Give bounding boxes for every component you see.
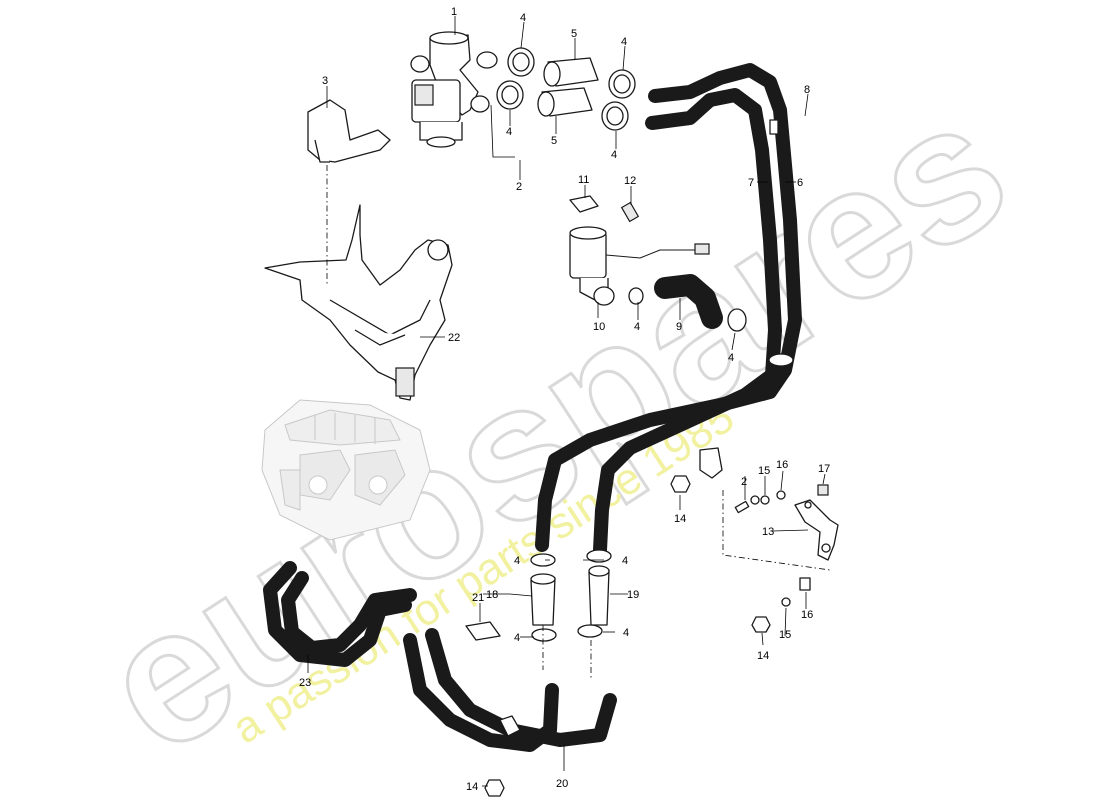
callout-20: 20	[556, 778, 568, 790]
heat-shield-bracket-22	[264, 204, 453, 401]
callout-9: 9	[676, 321, 682, 333]
callout-23: 23	[299, 677, 311, 689]
callout-4-hose-a: 4	[514, 555, 520, 567]
callout-14-bottom: 14	[466, 781, 478, 793]
callout-16-top: 16	[776, 459, 788, 471]
pipe-23	[263, 561, 417, 667]
callout-4-hose-c: 4	[514, 632, 520, 644]
callout-18: 18	[486, 589, 498, 601]
callout-4-hose-b: 4	[622, 555, 628, 567]
callout-7: 7	[748, 177, 754, 189]
reference-lines	[326, 165, 831, 680]
coolant-pipes-6-7	[535, 63, 802, 557]
callout-15-top: 15	[758, 465, 770, 477]
callout-14-right: 14	[757, 650, 769, 662]
callout-13: 13	[762, 526, 774, 538]
callout-16-bottom: 16	[801, 609, 813, 621]
callout-12: 12	[624, 175, 636, 187]
callout-5-top: 5	[571, 28, 577, 40]
top-clamps-and-hoses	[496, 47, 636, 131]
callout-19: 19	[627, 589, 639, 601]
callout-17: 17	[818, 463, 830, 475]
pump-10-hose-9	[569, 195, 747, 332]
bracket-3	[307, 99, 391, 163]
callout-3: 3	[322, 75, 328, 87]
callout-1: 1	[451, 6, 457, 18]
callout-2-top: 2	[516, 181, 522, 193]
callout-4-top-b: 4	[621, 36, 627, 48]
callout-10: 10	[593, 321, 605, 333]
callout-2-bracket: 2	[741, 476, 747, 488]
callout-6: 6	[797, 177, 803, 189]
hoses-18-19-clamps	[530, 549, 612, 642]
bracket-13-fasteners	[484, 475, 839, 797]
lower-pipes-20	[403, 621, 617, 752]
callout-4-hose-d: 4	[623, 627, 629, 639]
callout-4-top-a: 4	[520, 12, 526, 24]
engine-illustration	[261, 399, 431, 541]
callout-14-mid: 14	[674, 513, 686, 525]
callout-4-mid-b: 4	[611, 149, 617, 161]
callout-22: 22	[448, 332, 460, 344]
callout-4-pump: 4	[634, 321, 640, 333]
callout-4-right: 4	[728, 352, 734, 364]
callout-4-mid-a: 4	[506, 126, 512, 138]
callout-5-mid: 5	[551, 135, 557, 147]
leader-lines	[307, 16, 826, 787]
callout-labels: 1 4 5 4 3 8 4 5 4 2 7 6 11 12 10 4 9 22 …	[299, 6, 830, 793]
callout-8: 8	[804, 84, 810, 96]
callout-11: 11	[578, 174, 589, 186]
callout-21: 21	[472, 592, 484, 604]
valve-1	[410, 31, 498, 148]
callout-15-bottom: 15	[779, 629, 791, 641]
